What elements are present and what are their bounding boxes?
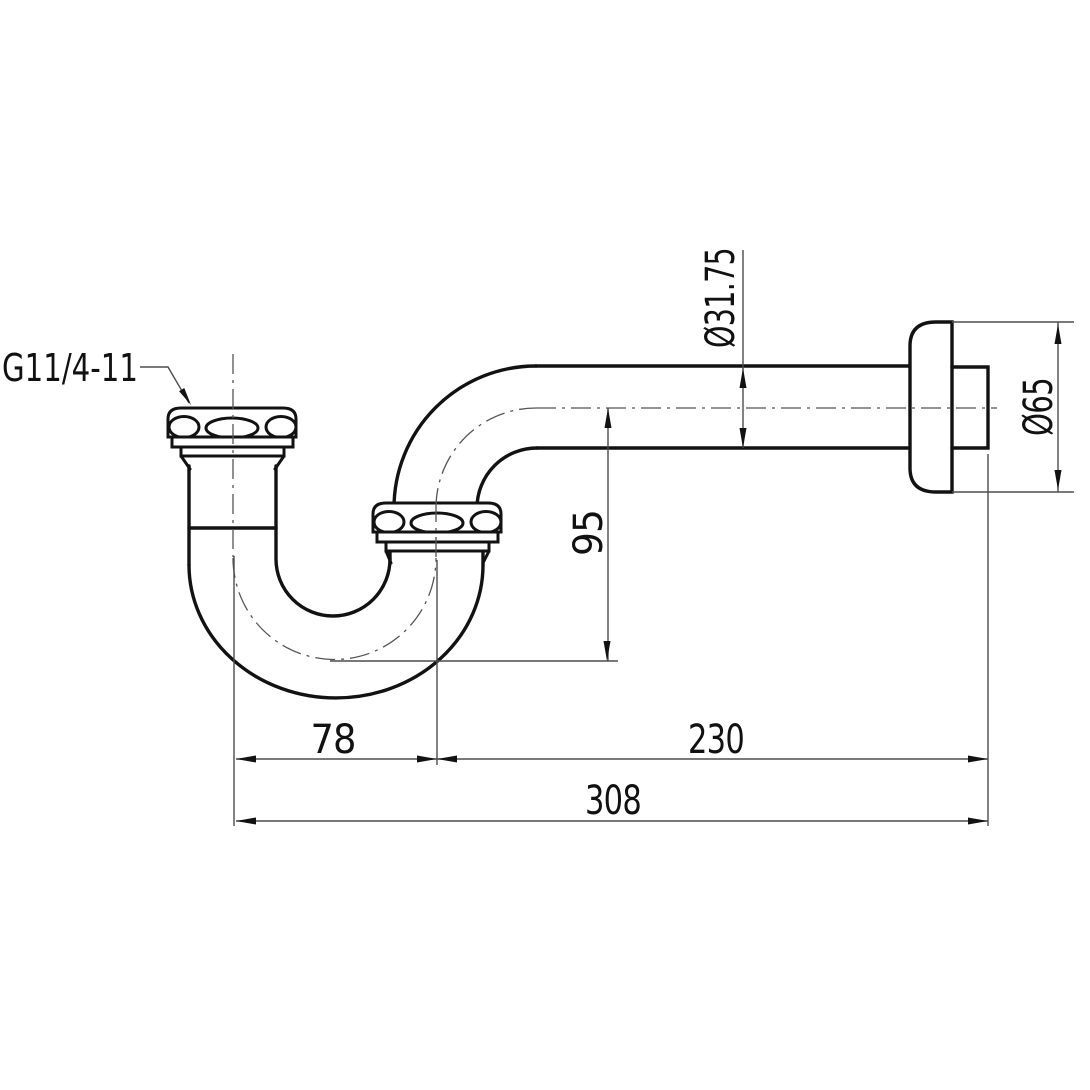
thread-label: G11/4-11 — [2, 346, 138, 390]
dimension-dia-65: Ø65 — [1016, 322, 1062, 492]
inlet-nut-taper — [179, 454, 286, 471]
dimension-dia-31-75: Ø31.75 — [698, 248, 747, 448]
arrowhead — [1054, 470, 1062, 490]
arrowhead — [739, 428, 747, 448]
inlet-nut-lobe — [167, 415, 201, 439]
elbow — [392, 364, 539, 510]
arrowhead — [968, 755, 988, 763]
arrowhead — [437, 755, 457, 763]
inlet-tube — [187, 464, 278, 567]
waste-nut — [371, 501, 503, 565]
arrowhead — [968, 817, 988, 825]
arrowhead — [739, 368, 747, 388]
u-bend-outer-curve — [187, 563, 485, 700]
arrowhead — [604, 408, 612, 428]
dim-text-outlet-length: 230 — [688, 717, 744, 763]
elbow-centerline — [435, 407, 537, 509]
arrowhead — [236, 817, 256, 825]
thread-callout: G11/4-11 — [2, 346, 191, 405]
arrowhead — [417, 755, 437, 763]
inlet-nut-lobe — [204, 416, 260, 440]
waste-nut-taper — [384, 549, 491, 565]
arrowhead — [603, 641, 611, 661]
dimension-230: 230 — [437, 717, 988, 763]
pipe-stub — [950, 365, 990, 450]
dim-text-pipe-diameter: Ø31.75 — [698, 248, 744, 348]
inlet-nut-lobe — [264, 415, 298, 439]
u-bend — [187, 549, 485, 700]
dim-text-inlet-offset: 78 — [311, 717, 356, 763]
elbow-outer-curve — [392, 364, 538, 510]
dimension-308: 308 — [236, 778, 988, 825]
waste-nut-lobe — [469, 510, 503, 534]
arrowhead — [236, 755, 256, 763]
leader-line — [140, 366, 190, 404]
u-bend-inner-curve — [274, 557, 392, 618]
dim-text-flange-diameter: Ø65 — [1016, 378, 1062, 436]
p-trap-outline — [166, 320, 990, 700]
horizontal-pipe — [534, 364, 912, 450]
waste-nut-lobe — [409, 511, 465, 535]
waste-nut-lobe — [372, 510, 406, 534]
arrowhead — [1054, 324, 1062, 344]
waste-nut-collar — [384, 540, 491, 553]
flange-body — [908, 320, 954, 494]
dimension-95: 95 — [566, 408, 612, 661]
u-bend-centerline — [232, 557, 437, 661]
extension-lines — [233, 321, 1074, 826]
dimension-78: 78 — [236, 717, 988, 763]
elbow-inner-curve — [475, 446, 539, 510]
centerlines — [232, 354, 997, 661]
inlet-nut — [166, 406, 298, 471]
dim-text-trap-depth: 95 — [566, 510, 612, 556]
arrowhead — [179, 388, 191, 405]
wall-flange — [908, 320, 990, 494]
dim-text-overall-length: 308 — [585, 778, 641, 824]
